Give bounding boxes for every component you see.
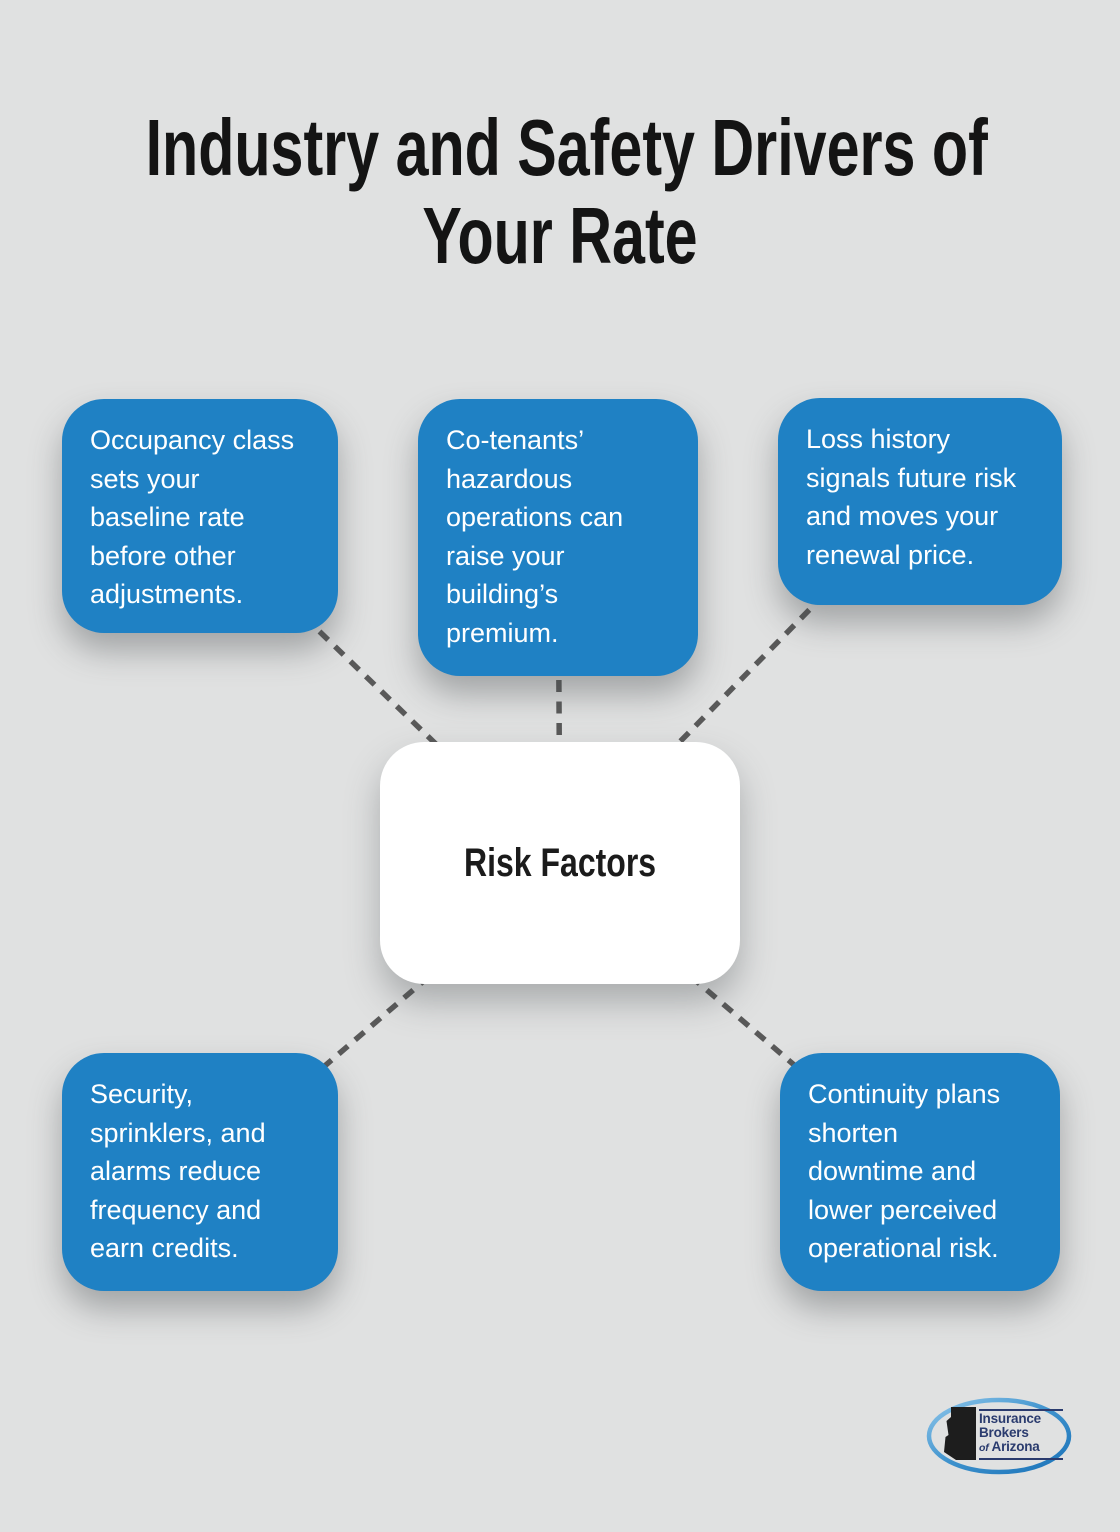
logo-graphic bbox=[926, 1397, 1072, 1475]
logo-text-of: of bbox=[979, 1442, 989, 1454]
logo-text-line2: Brokers bbox=[979, 1425, 1029, 1440]
factor-node-loss-history: Loss history signals future risk and mov… bbox=[778, 398, 1062, 605]
page-title-line1: Industry and Safety Drivers of bbox=[145, 103, 988, 192]
factor-text: Loss history signals future risk and mov… bbox=[806, 424, 1017, 570]
factor-text: Security, sprinklers, and alarms reduce … bbox=[90, 1079, 266, 1263]
factor-node-continuity: Continuity plans shorten downtime and lo… bbox=[780, 1053, 1060, 1291]
factor-node-protections: Security, sprinklers, and alarms reduce … bbox=[62, 1053, 338, 1291]
page-title-line2: Your Rate bbox=[422, 191, 698, 280]
factor-node-co-tenants: Co-tenants’ hazardous operations can rai… bbox=[418, 399, 698, 676]
arizona-state-icon bbox=[944, 1407, 976, 1460]
factor-text: Co-tenants’ hazardous operations can rai… bbox=[446, 425, 624, 648]
factor-text: Continuity plans shorten downtime and lo… bbox=[808, 1079, 1001, 1263]
center-node-label: Risk Factors bbox=[463, 840, 657, 885]
center-node: Risk Factors bbox=[380, 742, 740, 984]
logo-ellipse-icon bbox=[926, 1397, 1072, 1475]
logo-text-arizona: Arizona bbox=[991, 1439, 1040, 1454]
logo-text-line1: Insurance bbox=[979, 1411, 1041, 1426]
factor-text: Occupancy class sets your baseline rate … bbox=[90, 425, 295, 609]
factor-node-occupancy: Occupancy class sets your baseline rate … bbox=[62, 399, 338, 633]
page-title: Industry and Safety Drivers of Your Rate bbox=[145, 103, 988, 280]
